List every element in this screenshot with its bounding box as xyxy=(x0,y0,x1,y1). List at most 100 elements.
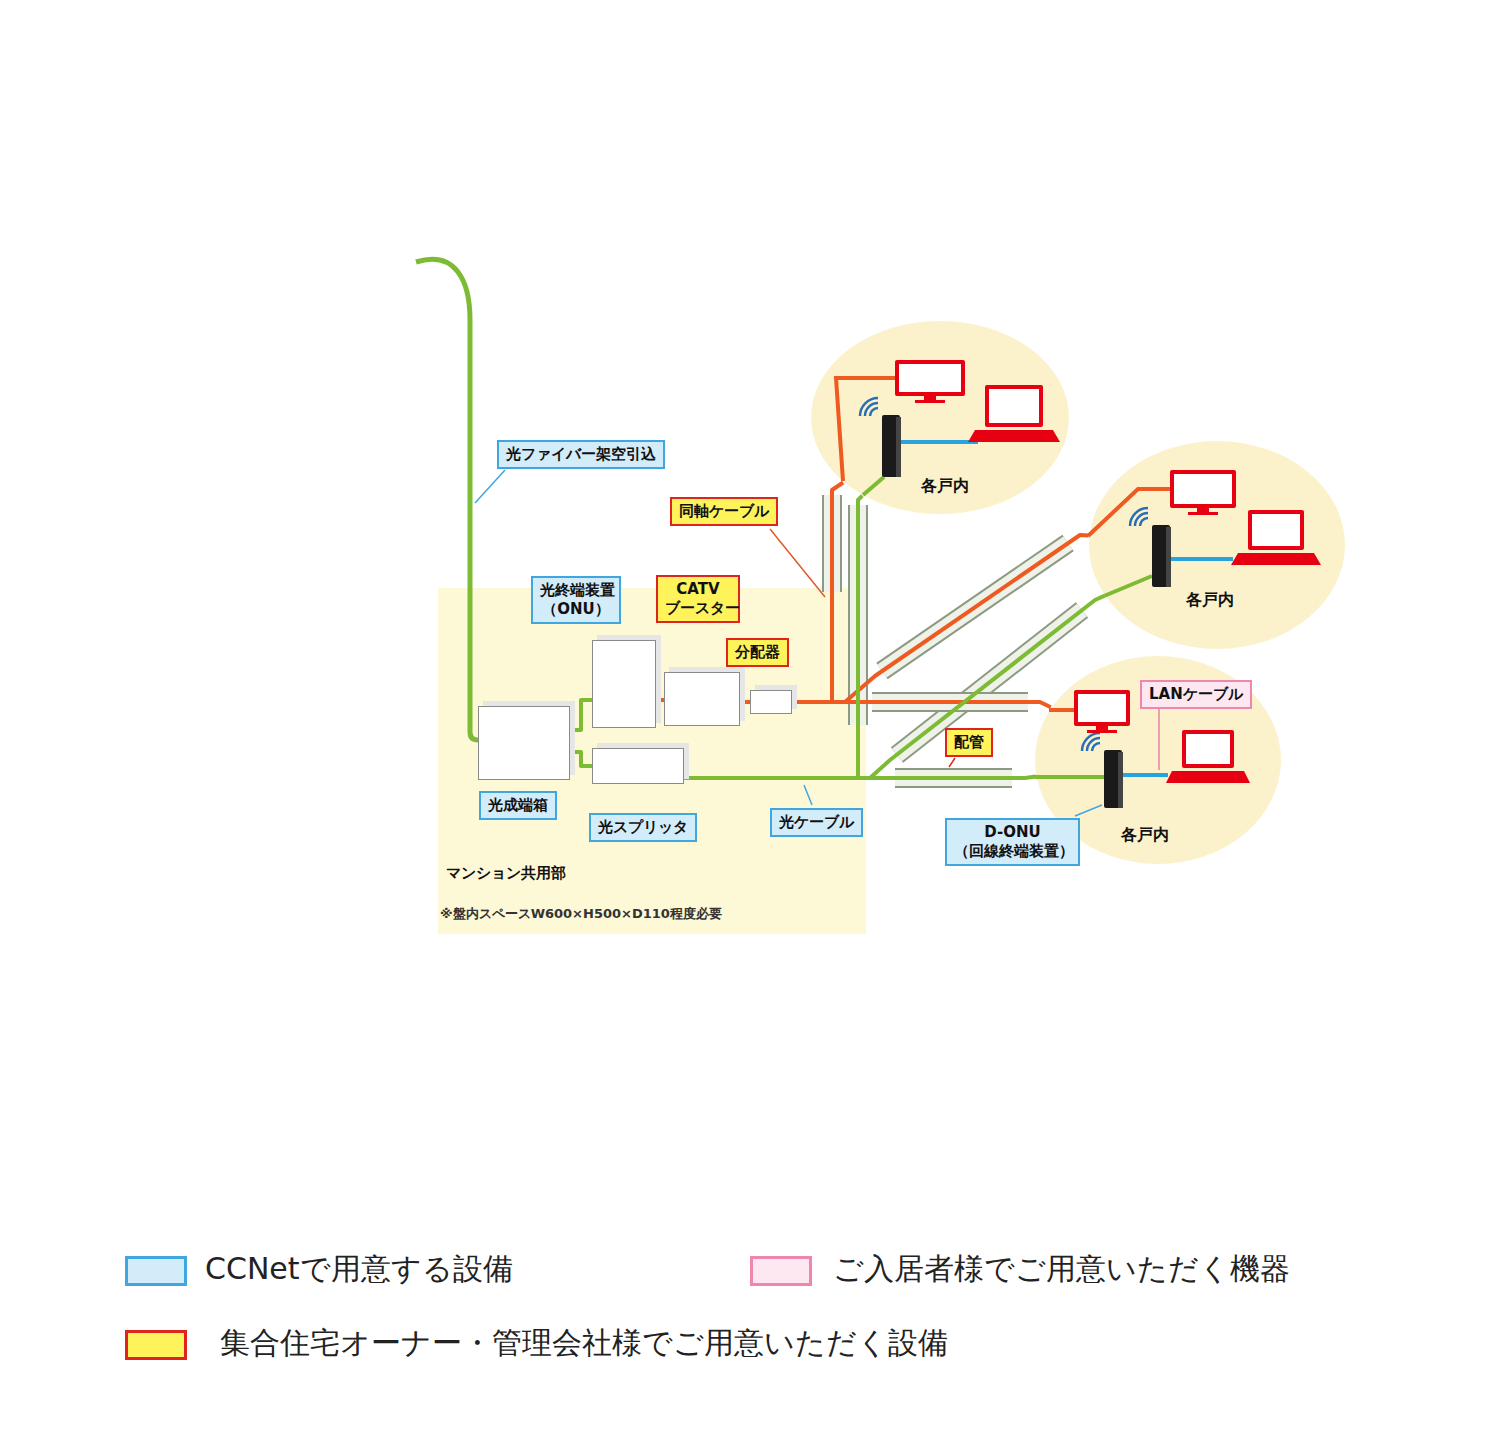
laptop-icon-part xyxy=(989,389,1039,423)
equipment-tag: 光終端装置 （ONU） xyxy=(531,576,621,624)
wifi-symbol-part xyxy=(1082,733,1100,751)
fiber-indoor xyxy=(863,477,884,495)
tower-windows-part xyxy=(628,235,664,265)
tv-icon-part xyxy=(1074,690,1130,726)
car xyxy=(712,1000,800,1074)
entrance-part xyxy=(1098,1008,1107,1030)
leader-line xyxy=(1158,709,1160,770)
conduit-pipes-part xyxy=(824,495,840,592)
right-tower-windows-part xyxy=(1325,440,1340,482)
wifi-symbol-part xyxy=(1130,508,1148,526)
router-icon-part xyxy=(1166,527,1171,587)
utility-pole xyxy=(213,150,263,1075)
legend-swatch xyxy=(750,1256,812,1286)
pole-hardware xyxy=(125,212,419,308)
right-tower-windows-part xyxy=(1325,990,1340,1032)
wifi-symbol-part xyxy=(865,403,878,416)
circle-outline xyxy=(1088,440,1346,650)
legend-text: ご入居者様でご用意いただく機器 xyxy=(833,1249,1290,1288)
tower-windows-part xyxy=(1200,350,1222,374)
conduit-pipes-part xyxy=(882,543,1068,671)
home-label: 各戸内 xyxy=(1186,590,1234,611)
conduit-pipes-part xyxy=(895,768,1012,788)
space-note: ※盤内スペースW600×H500×D110程度必要 xyxy=(440,905,866,923)
left-wing-windows-part xyxy=(418,960,440,984)
equipment-tag: 光成端箱 xyxy=(479,791,557,820)
legend-text: 集合住宅オーナー・管理会社様でご用意いただく設備 xyxy=(220,1323,948,1362)
tv-icon-part xyxy=(915,400,945,403)
wifi-symbol-part xyxy=(1140,518,1148,526)
roof xyxy=(555,172,1260,190)
building xyxy=(378,172,1364,1075)
ground-floor xyxy=(383,935,1255,1075)
right-tower-windows-part xyxy=(1325,900,1340,942)
car-part xyxy=(714,1062,730,1074)
pole-hardware-part xyxy=(125,212,350,220)
fiber-indoor xyxy=(1104,576,1152,596)
conduit-pipes-part xyxy=(872,692,1028,712)
router-icon-part xyxy=(896,417,901,477)
callout-tag: 光ファイバー架空引込 xyxy=(497,440,665,469)
power-lines-part xyxy=(125,40,600,232)
power-lines-part xyxy=(125,95,470,210)
circle-fill xyxy=(811,321,1069,514)
tv-icon-part xyxy=(1188,512,1218,515)
right-tower-windows-part xyxy=(1325,690,1340,732)
pole-hardware-part xyxy=(265,275,330,307)
laptop-icon-part xyxy=(1182,730,1234,768)
car-part xyxy=(712,1000,800,1072)
router-icon-part xyxy=(1104,750,1122,808)
conduit-pipes-part xyxy=(822,495,842,592)
tv-icon xyxy=(1170,470,1236,515)
tv-icon-part xyxy=(1078,694,1126,722)
callout-tag: D-ONU （回線終端装置） xyxy=(945,818,1080,866)
laptop-icon-part xyxy=(1186,734,1230,764)
fiber-indoor xyxy=(1035,775,1104,779)
garage-lintel xyxy=(705,946,1009,956)
lan-cable xyxy=(1122,773,1168,777)
balconies-part xyxy=(560,300,1255,326)
laptop-icon xyxy=(968,385,1060,442)
car-part xyxy=(752,1048,776,1057)
equipment-tag: 光スプリッタ xyxy=(589,813,697,842)
tv-icon-part xyxy=(1174,474,1232,504)
router-icon-part xyxy=(1118,752,1123,808)
laptop-icon-part xyxy=(1166,771,1250,783)
home-equipment xyxy=(1035,690,1250,816)
laptop-icon-part xyxy=(1252,514,1300,546)
pole-hardware-part xyxy=(125,300,350,308)
tv-icon-part xyxy=(895,360,965,396)
lan-cable xyxy=(1170,557,1233,561)
equipment-tag: 分配器 xyxy=(726,638,789,667)
tv-icon xyxy=(895,360,965,403)
home-equipment xyxy=(1088,470,1321,596)
ground-edge xyxy=(125,1072,1395,1075)
tv-icon-part xyxy=(899,364,961,392)
power-lines-part xyxy=(330,62,760,296)
right-tower-windows-part xyxy=(1325,335,1340,377)
conduit-pipes-part xyxy=(895,770,1012,786)
power-lines-part xyxy=(125,75,700,292)
router-icon xyxy=(1104,750,1123,808)
right-tower-roof xyxy=(1246,288,1364,302)
ground xyxy=(125,1072,1395,1172)
equipment-box: 分配器 xyxy=(750,690,792,714)
left-wing-windows-part xyxy=(525,545,547,569)
car-part xyxy=(722,1009,787,1028)
equipment-box: 光成端箱 xyxy=(478,706,570,780)
equipment-tag: CATV ブースター xyxy=(656,575,740,623)
leader-line xyxy=(1075,805,1102,816)
circle-fill xyxy=(1089,441,1345,649)
legend-swatch xyxy=(125,1330,187,1360)
shared-area-panel: マンション共用部※盤内スペースW600×H500×D110程度必要光成端箱光終端… xyxy=(438,588,866,934)
left-wing-windows-part xyxy=(525,340,547,364)
laptop-icon-part xyxy=(1248,510,1304,550)
entrance-part xyxy=(1117,1008,1126,1030)
entrance-part xyxy=(1045,958,1175,1075)
right-tower-windows xyxy=(1325,335,1340,1032)
callout-tag: 光ケーブル xyxy=(770,808,863,837)
conduit-pipes-part xyxy=(872,694,1028,710)
pole-hardware-part xyxy=(359,253,419,286)
callout-tag: 同軸ケーブル xyxy=(670,497,778,526)
